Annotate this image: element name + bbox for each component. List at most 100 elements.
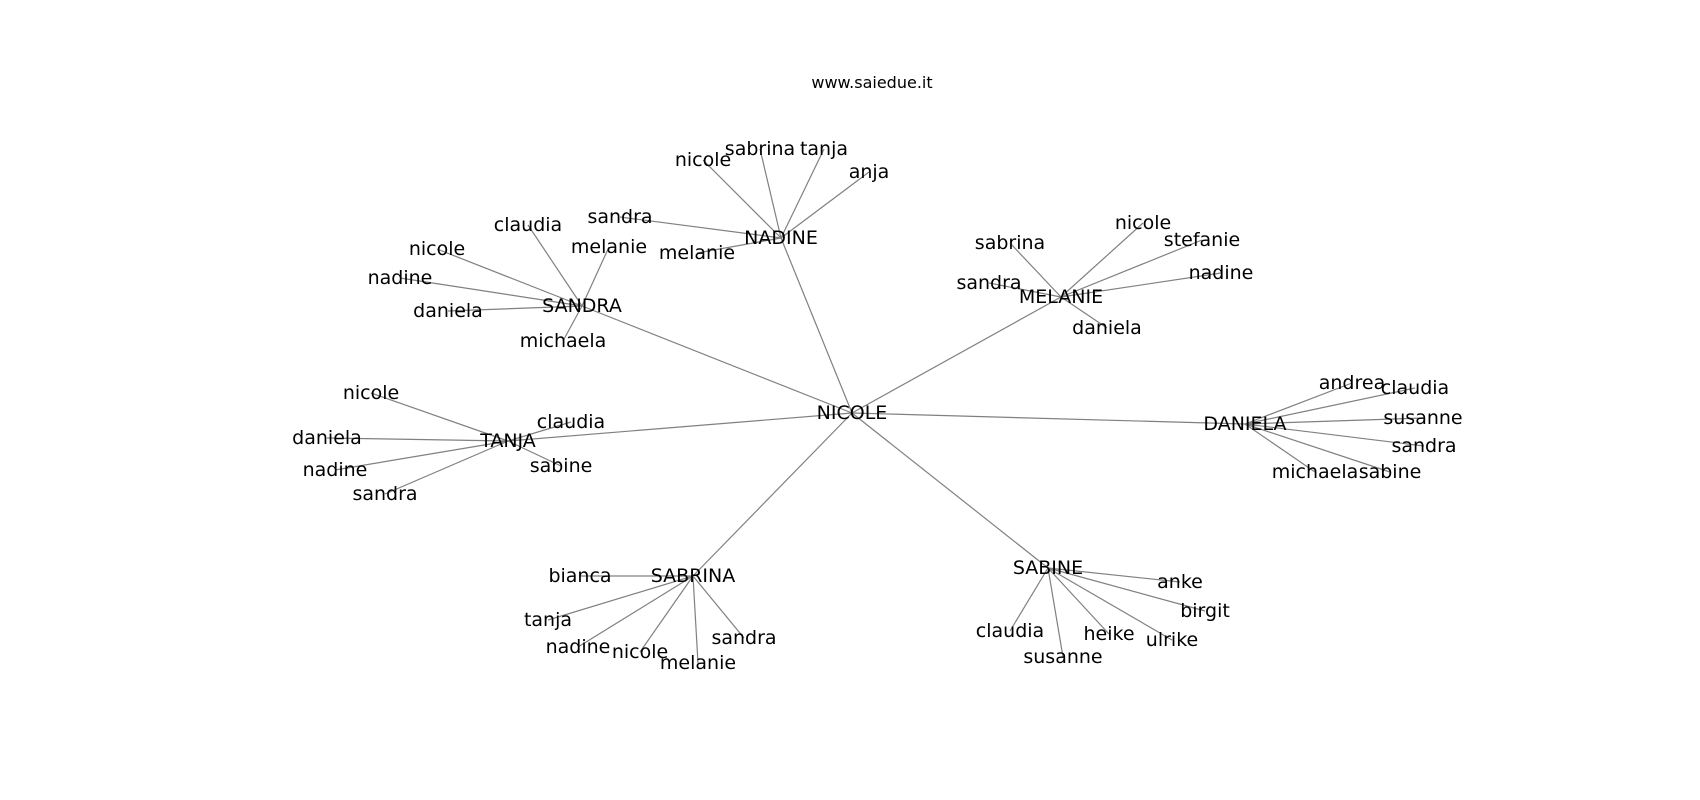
hub-node-label: DANIELA [1203, 413, 1286, 435]
edges-layer [326, 148, 1425, 664]
edge-line [370, 392, 509, 442]
edge-line [1047, 567, 1173, 641]
leaf-node-label: nadine [368, 267, 433, 289]
hub-node-label: SABINE [1013, 557, 1083, 579]
edge-line [1244, 417, 1424, 425]
leaf-node-label: nadine [1189, 262, 1254, 284]
leaf-node-label: sabrina [975, 232, 1045, 254]
leaf-node-label: sabine [1359, 461, 1422, 483]
leaf-node-label: claudia [1381, 377, 1449, 399]
leaf-node-label: birgit [1180, 600, 1230, 622]
edge-line [780, 237, 853, 414]
edge-line [759, 148, 782, 239]
edge-line [851, 412, 1049, 569]
root-node-label: NICOLE [817, 402, 888, 424]
edge-line [507, 440, 562, 467]
leaf-node-label: tanja [800, 138, 848, 160]
edge-line [619, 216, 782, 239]
leaf-node-label: claudia [494, 214, 562, 236]
edge-line [780, 171, 870, 239]
edge-line [1047, 567, 1064, 658]
leaf-node-label: andrea [1319, 372, 1385, 394]
hub-node-label: MELANIE [1019, 286, 1103, 308]
leaf-node-label: sandra [352, 483, 417, 505]
edge-line [1244, 423, 1425, 447]
edge-line [399, 277, 583, 307]
leaf-node-label: daniela [292, 427, 362, 449]
hub-node-label: SABRINA [651, 565, 735, 587]
edge-line [692, 575, 745, 639]
leaf-node-label: sabrina [725, 138, 795, 160]
leaf-node-label: susanne [1023, 646, 1102, 668]
edge-line [1244, 423, 1391, 473]
leaf-node-label: ulrike [1146, 629, 1198, 651]
edge-line [326, 437, 509, 442]
edge-line [780, 148, 825, 239]
edge-line [384, 440, 509, 495]
leaf-node-label: susanne [1383, 407, 1462, 429]
leaf-node-label: nicole [409, 238, 465, 260]
edge-line [851, 412, 1246, 425]
edge-line [696, 237, 782, 254]
leaf-node-label: sandra [1391, 435, 1456, 457]
leaf-node-label: melanie [660, 652, 736, 674]
edge-line [988, 282, 1062, 298]
leaf-node-label: daniela [1072, 317, 1142, 339]
leaf-node-label: sandra [956, 272, 1021, 294]
edge-line [507, 421, 572, 442]
edge-line [547, 575, 694, 621]
labels-layer: www.saiedue.it NICOLENADINEnicolesabrina… [292, 73, 1462, 674]
edge-line [577, 575, 694, 648]
edge-line [692, 412, 853, 577]
hub-node-label: TANJA [479, 430, 536, 452]
edge-line [1244, 423, 1316, 473]
hub-node-label: SANDRA [542, 295, 622, 317]
edge-line [527, 224, 583, 307]
leaf-node-label: michaela [520, 330, 607, 352]
leaf-node-label: michaela [1272, 461, 1359, 483]
edge-line [639, 575, 694, 653]
edge-line [1244, 382, 1353, 425]
edge-line [1244, 387, 1416, 425]
edge-line [436, 248, 583, 307]
leaf-node-label: nadine [546, 636, 611, 658]
edge-line [562, 305, 583, 342]
leaf-node-label: anja [849, 161, 890, 183]
edge-line [581, 305, 853, 414]
edge-line [1060, 222, 1144, 298]
edge-line [851, 296, 1062, 414]
edge-line [334, 440, 509, 471]
edge-line [507, 412, 853, 442]
leaf-node-label: nadine [303, 459, 368, 481]
edge-line [447, 305, 583, 312]
leaf-node-label: heike [1083, 623, 1134, 645]
edge-line [1060, 272, 1222, 298]
leaf-node-label: daniela [413, 300, 483, 322]
leaf-node-label: anke [1157, 571, 1203, 593]
leaf-node-label: sandra [587, 206, 652, 228]
hub-node-label: NADINE [744, 227, 818, 249]
leaf-node-label: nicole [675, 149, 731, 171]
edge-line [1060, 296, 1108, 329]
leaf-node-label: tanja [524, 609, 572, 631]
edge-line [1009, 567, 1049, 632]
leaf-node-label: bianca [548, 565, 611, 587]
leaf-node-label: claudia [976, 620, 1044, 642]
edge-line [581, 246, 610, 307]
diagram-title: www.saiedue.it [811, 73, 932, 92]
edge-line [1009, 242, 1062, 298]
edge-line [1047, 567, 1110, 635]
leaf-node-label: sandra [711, 627, 776, 649]
leaf-node-label: nicole [343, 382, 399, 404]
leaf-node-label: claudia [537, 411, 605, 433]
edge-line [1047, 567, 1181, 583]
leaf-node-label: nicole [1115, 212, 1171, 234]
leaf-node-label: sabine [530, 455, 593, 477]
edge-line [1047, 567, 1206, 612]
leaf-node-label: stefanie [1164, 229, 1240, 251]
edge-line [692, 575, 699, 664]
edge-line [1060, 239, 1203, 298]
leaf-node-label: nicole [612, 641, 668, 663]
edge-line [702, 159, 782, 239]
